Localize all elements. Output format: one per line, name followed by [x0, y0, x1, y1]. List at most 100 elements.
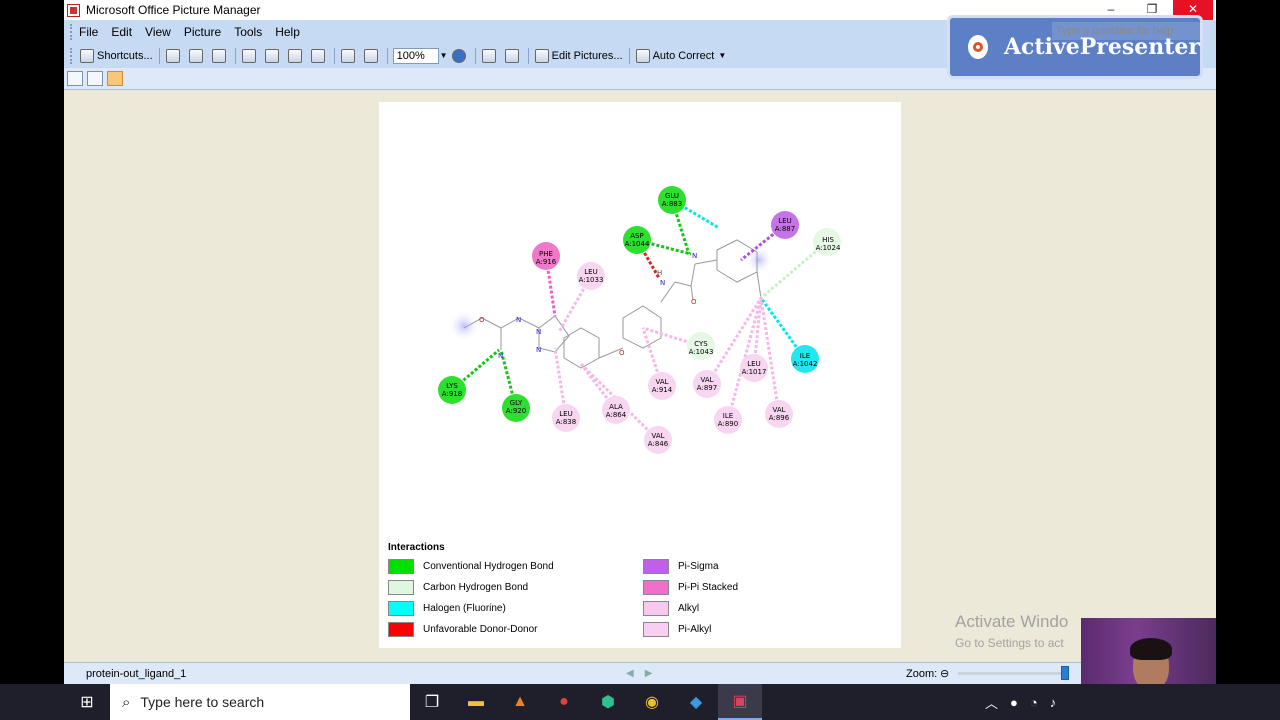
task-view-icon[interactable]: ❐: [424, 694, 440, 711]
email-button[interactable]: [209, 46, 232, 66]
halogen-bond-line: [671, 198, 720, 230]
legend-item: Alkyl: [643, 601, 699, 616]
residue-ile-890[interactable]: ILE A:890: [714, 406, 742, 434]
zoom-combo[interactable]: 100%: [392, 48, 439, 64]
interaction-diagram-svg: N N H O O O N N N N GLU A:883: [438, 186, 841, 454]
recorder-icon[interactable]: ●: [559, 693, 569, 710]
print-button[interactable]: [186, 46, 209, 66]
residue-name: HIS: [822, 236, 834, 244]
legend-label: Pi-Pi Stacked: [678, 582, 739, 593]
residue-val-914[interactable]: VAL A:914: [648, 372, 676, 400]
residue-cys-1043[interactable]: CYS A:1043: [687, 332, 715, 360]
residue-asp-1044[interactable]: ASP A:1044: [623, 226, 651, 254]
edit-pictures-button[interactable]: Edit Pictures...: [532, 46, 626, 66]
help-search-input[interactable]: Type a question for help: [1052, 22, 1202, 40]
menu-file[interactable]: File: [79, 25, 99, 39]
rotate-left-icon: [481, 49, 496, 63]
residue-val-896[interactable]: VAL A:896: [765, 400, 793, 428]
picture-canvas: N N H O O O N N N N GLU A:883: [64, 91, 1216, 662]
residue-name: LEU: [778, 217, 791, 225]
residue-gly-920[interactable]: GLY A:920: [502, 394, 530, 422]
activate-line2: Go to Settings to act: [955, 636, 1064, 650]
undo-button[interactable]: [338, 46, 361, 66]
ligand-halo: [745, 246, 773, 274]
thumbnail-view-icon[interactable]: [67, 71, 83, 86]
residue-ala-864[interactable]: ALA A:864: [602, 396, 630, 424]
residue-leu-1033[interactable]: LEU A:1033: [577, 262, 605, 290]
residue-id: A:864: [606, 411, 627, 419]
toolbar-separator: [527, 48, 529, 64]
zoom-label: Zoom:: [906, 667, 938, 680]
delete-button[interactable]: [308, 46, 331, 66]
residue-leu-887[interactable]: LEU A:887: [771, 211, 799, 239]
cut-icon: [241, 49, 256, 63]
residue-ile-1042[interactable]: ILE A:1042: [791, 345, 819, 373]
legend-item: Pi-Sigma: [643, 559, 719, 574]
filmstrip-view-icon[interactable]: [87, 71, 103, 86]
tray-chevron-icon[interactable]: ︿: [985, 695, 999, 711]
residue-name: ALA: [609, 403, 623, 411]
redo-button[interactable]: [361, 46, 384, 66]
cad-app-icon[interactable]: ◆: [689, 694, 703, 711]
help-button[interactable]: [449, 46, 472, 66]
residue-phe-916[interactable]: PHE A:916: [532, 242, 560, 270]
vlc-icon[interactable]: ▲: [512, 693, 528, 710]
menu-picture[interactable]: Picture: [183, 25, 222, 39]
app-icon[interactable]: ⬢: [601, 694, 615, 711]
minimize-button[interactable]: –: [1107, 2, 1115, 16]
menu-tools[interactable]: Tools: [234, 25, 263, 39]
toolbar-grip[interactable]: [70, 48, 73, 64]
single-picture-view-icon[interactable]: [107, 71, 123, 86]
zoom-slider-thumb[interactable]: [1061, 666, 1069, 680]
auto-correct-button[interactable]: Auto Correct: [633, 46, 718, 66]
menu-grip[interactable]: [70, 24, 73, 40]
file-explorer-icon[interactable]: ▬: [468, 693, 484, 710]
legend-item: Carbon Hydrogen Bond: [388, 580, 528, 595]
save-button[interactable]: [163, 46, 186, 66]
residue-glu-883[interactable]: GLU A:883: [658, 186, 686, 214]
copy-button[interactable]: [262, 46, 285, 66]
cut-button[interactable]: [239, 46, 262, 66]
email-icon: [211, 49, 226, 63]
search-placeholder: Type here to search: [140, 694, 265, 710]
activepresenter-logo-icon: [968, 35, 988, 59]
menu-edit[interactable]: Edit: [111, 25, 133, 39]
help-icon: [451, 49, 466, 63]
legend-swatch: [643, 559, 669, 574]
taskbar-search[interactable]: ⌕ Type here to search: [110, 684, 410, 720]
toolbar-separator: [386, 48, 388, 64]
residue-val-846[interactable]: VAL A:846: [644, 426, 672, 454]
residue-his-1024[interactable]: HIS A:1024: [813, 228, 841, 256]
residue-id: A:896: [769, 414, 790, 422]
windows-start-icon[interactable]: ⊞: [80, 694, 94, 711]
rotate-right-button[interactable]: [502, 46, 525, 66]
shortcuts-button[interactable]: Shortcuts...: [77, 46, 156, 66]
residue-name: ASP: [630, 232, 643, 240]
menu-view[interactable]: View: [145, 25, 171, 39]
toolbar-options-icon[interactable]: ▼: [718, 51, 727, 60]
network-icon[interactable]: ◔: [1029, 694, 1038, 710]
status-filename: protein-out_ligand_1: [86, 667, 187, 680]
menu-help[interactable]: Help: [275, 25, 300, 39]
alkyl-line: [726, 297, 763, 421]
zoom-slider[interactable]: [958, 672, 1068, 675]
legend-item: Conventional Hydrogen Bond: [388, 559, 554, 574]
residue-lys-918[interactable]: LYS A:918: [438, 376, 466, 404]
volume-icon[interactable]: ♪: [1049, 694, 1057, 710]
zoom-out-icon[interactable]: ⊖: [940, 668, 950, 680]
rotate-left-button[interactable]: [479, 46, 502, 66]
residue-leu-838[interactable]: LEU A:838: [552, 404, 580, 432]
microphone-icon[interactable]: ●: [1010, 694, 1018, 710]
legend-title: Interactions: [388, 542, 445, 553]
zoom-dropdown-icon[interactable]: ▼: [439, 51, 448, 60]
residue-leu-1017[interactable]: LEU A:1017: [740, 354, 768, 382]
residue-id: A:838: [556, 418, 576, 426]
previous-next-picture-icon[interactable]: ◀ ▶: [626, 668, 653, 679]
paste-button[interactable]: [285, 46, 308, 66]
residue-name: ILE: [800, 352, 810, 360]
chrome-icon[interactable]: ◉: [645, 694, 659, 711]
restore-button[interactable]: ❐: [1146, 2, 1158, 16]
legend-swatch: [643, 622, 669, 637]
picture-manager-taskbar-icon[interactable]: ▣: [718, 684, 762, 720]
residue-val-897[interactable]: VAL A:897: [693, 370, 721, 398]
